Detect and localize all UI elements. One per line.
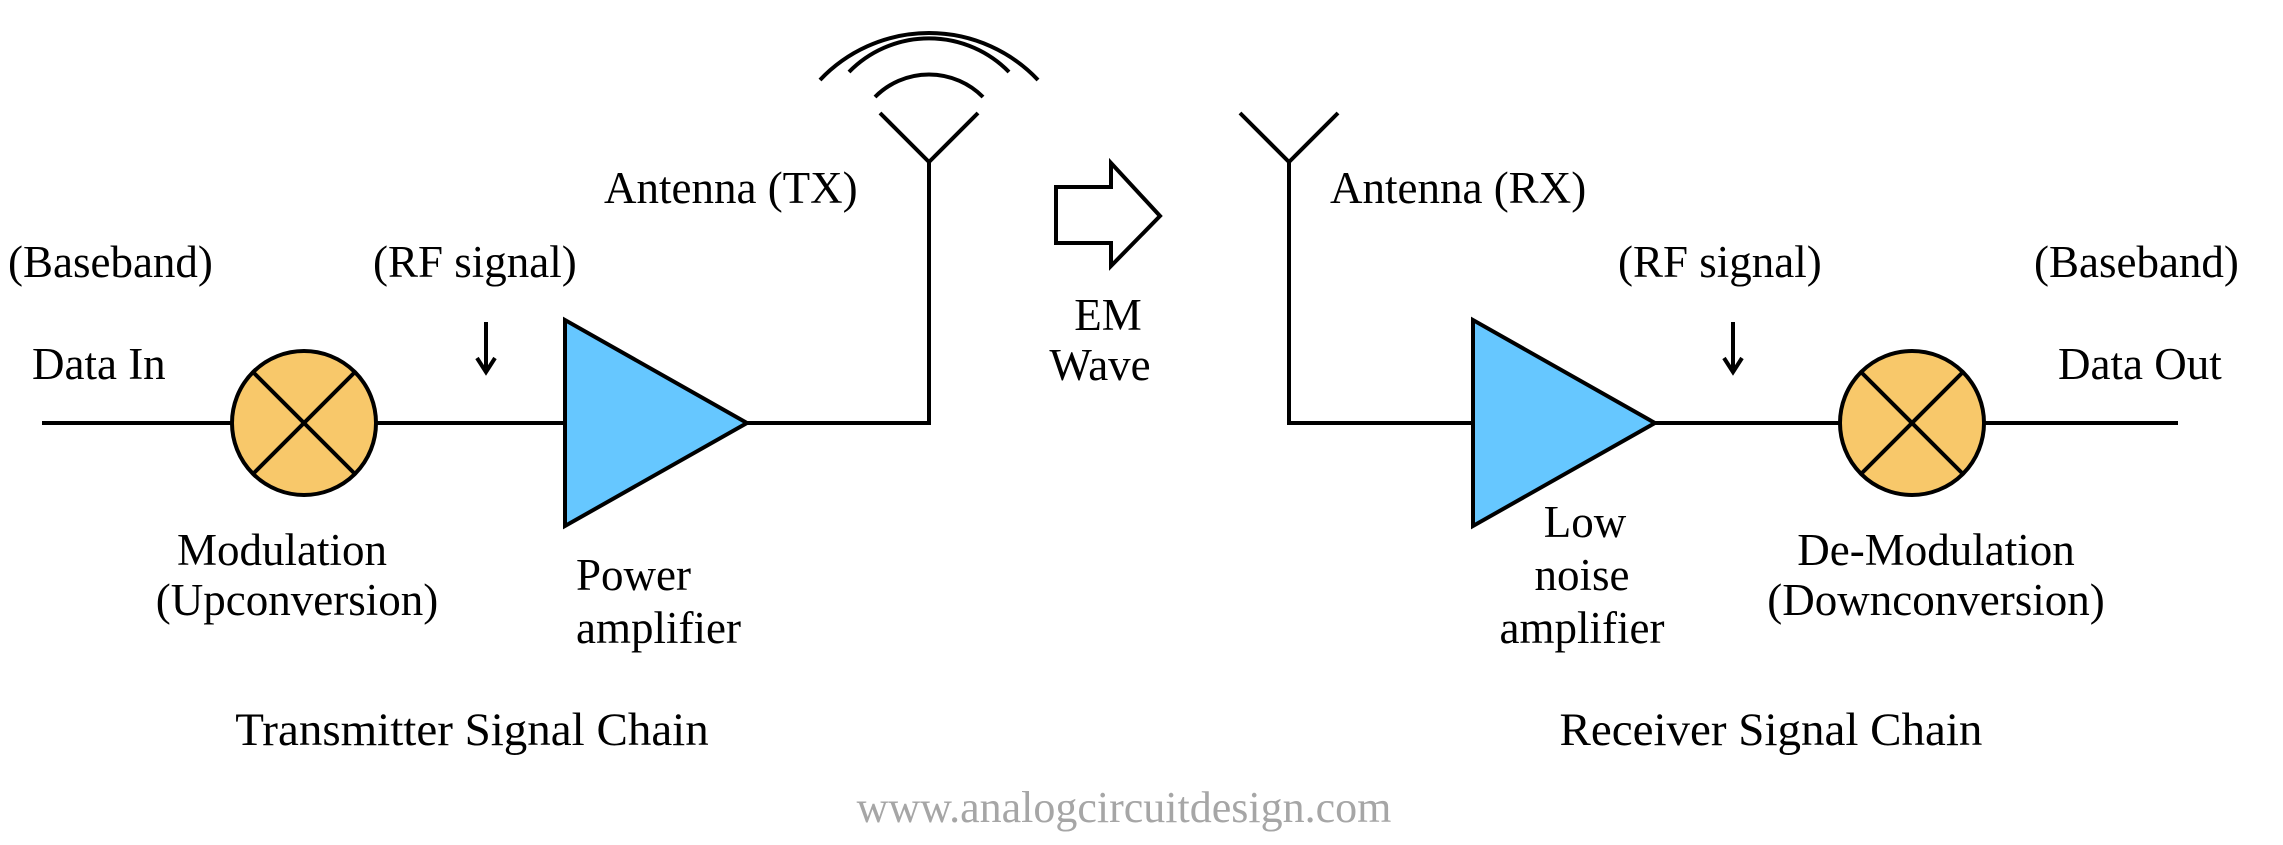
rx-baseband-label: (Baseband) [2034, 237, 2239, 287]
tx-antenna-label: Antenna (TX) [604, 163, 858, 213]
em-wave-channel: EM Wave [1049, 157, 1163, 390]
modulation-label-line2: (Upconversion) [156, 575, 438, 625]
rx-antenna-icon [1238, 111, 1340, 164]
tx-baseband-label: (Baseband) [8, 237, 213, 287]
rx-antenna-label: Antenna (RX) [1330, 163, 1586, 213]
rx-rf-signal-label: (RF signal) [1618, 237, 1822, 287]
transmitter-chain: (Baseband) Data In (RF signal) Modulatio… [8, 31, 1040, 756]
demodulation-label-line2: (Downconversion) [1767, 575, 2104, 625]
tx-antenna-feed-wire [747, 160, 931, 425]
lna-label-line1: Low [1544, 497, 1627, 547]
receiver-chain-title: Receiver Signal Chain [1560, 704, 1983, 756]
power-amplifier-icon [563, 316, 752, 530]
em-wave-label-line1: EM [1074, 290, 1142, 340]
lna-label-line3: amplifier [1500, 603, 1665, 653]
tx-antenna-icon [818, 31, 1040, 164]
low-noise-amplifier-icon [1471, 316, 1660, 530]
watermark-url: www.analogcircuitdesign.com [857, 783, 1392, 832]
tx-rf-signal-arrow-icon [475, 322, 497, 376]
modulation-mixer-icon [230, 349, 378, 497]
modulation-label-line1: Modulation [177, 525, 387, 575]
tx-radiation-waves-icon [873, 72, 985, 99]
rx-rf-signal-arrow-icon [1722, 322, 1744, 376]
data-in-label: Data In [32, 339, 166, 389]
power-amplifier-label-line1: Power [576, 550, 691, 600]
power-amplifier-label-line2: amplifier [576, 603, 741, 653]
data-out-label: Data Out [2058, 339, 2222, 389]
transmitter-chain-title: Transmitter Signal Chain [235, 704, 709, 756]
demodulation-mixer-icon [1838, 349, 1986, 497]
tx-rf-signal-label: (RF signal) [373, 237, 577, 287]
rx-antenna-feed-wire [1287, 160, 1473, 425]
em-wave-label-line2: Wave [1049, 340, 1150, 390]
demodulation-label-line1: De-Modulation [1797, 525, 2074, 575]
em-wave-arrow-icon [1054, 157, 1163, 271]
lna-label-line2: noise [1535, 550, 1630, 600]
receiver-chain: Antenna (RX) (RF signal) (Baseband) Data… [1238, 111, 2239, 756]
